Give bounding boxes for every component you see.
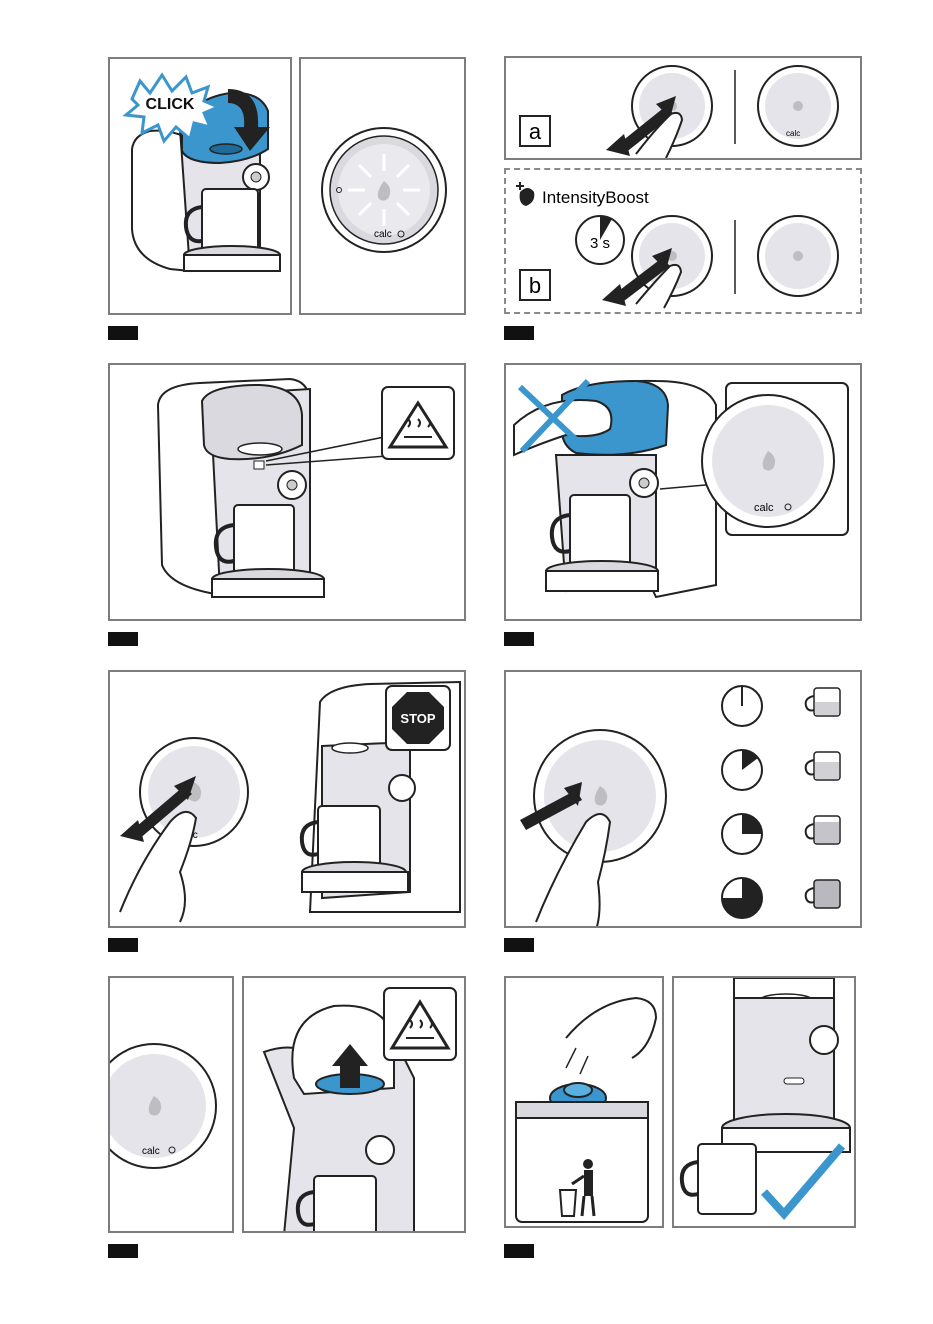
checkmark-icon bbox=[764, 1146, 842, 1214]
step-1-dial-panel: calc bbox=[299, 57, 466, 315]
dial-calc-label-7: calc bbox=[142, 1146, 160, 1157]
step-4-number-tab bbox=[504, 632, 534, 646]
cup-fill-icons bbox=[806, 688, 840, 908]
step-3-panel bbox=[108, 363, 466, 621]
step-1-machine-panel: CLICK bbox=[108, 57, 292, 315]
step-2-number-tab bbox=[504, 326, 534, 340]
intensity-boost-label: IntensityBoost bbox=[542, 188, 649, 207]
stop-sign-icon: STOP bbox=[386, 686, 450, 750]
step-8-trash-panel bbox=[504, 976, 664, 1228]
step-7-dial-panel: calc bbox=[108, 976, 234, 1233]
step-2b-panel: IntensityBoost 3 s b bbox=[504, 168, 862, 314]
step-1-number-tab bbox=[108, 326, 138, 340]
step-8-ready-panel bbox=[672, 976, 856, 1228]
timer-icon bbox=[722, 686, 762, 918]
step-2a-panel: a calc bbox=[504, 56, 862, 160]
dial-calc-label: calc bbox=[374, 229, 392, 240]
option-b-label: b bbox=[529, 273, 541, 298]
stop-label: STOP bbox=[400, 711, 435, 726]
step-6-panel bbox=[504, 670, 862, 928]
step-7-machine-panel bbox=[242, 976, 466, 1233]
step-7-number-tab bbox=[108, 1244, 138, 1258]
step-4-panel: calc bbox=[504, 363, 862, 621]
option-a-label: a bbox=[529, 119, 542, 144]
step-6-number-tab bbox=[504, 938, 534, 952]
step-8-number-tab bbox=[504, 1244, 534, 1258]
step-5-panel: calc STOP bbox=[108, 670, 466, 928]
step-3-number-tab bbox=[108, 632, 138, 646]
dial-calc-label-4: calc bbox=[754, 502, 774, 514]
dial-calc-label-a: calc bbox=[786, 129, 800, 138]
click-label: CLICK bbox=[146, 96, 195, 113]
timer-seconds: 3 s bbox=[590, 235, 610, 252]
step-5-number-tab bbox=[108, 938, 138, 952]
